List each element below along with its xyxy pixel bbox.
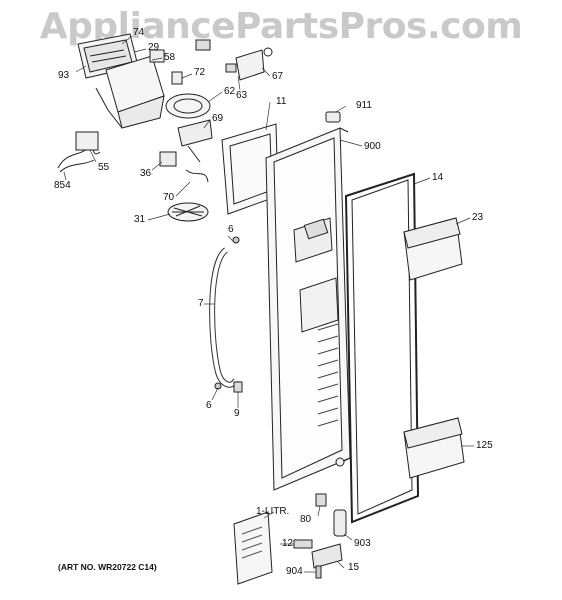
dispenser-control-panel (77, 33, 165, 129)
callout-15: 15 (348, 562, 360, 573)
callout-900: 900 (364, 141, 381, 152)
wire-harness (57, 131, 101, 173)
clip-12 (293, 539, 313, 549)
mounting-bracket (225, 47, 273, 81)
tube-903 (333, 509, 347, 537)
callout-854: 854 (54, 180, 71, 191)
callout-125: 125 (476, 440, 493, 451)
freezer-door (265, 111, 351, 491)
clip-part (195, 39, 211, 51)
callout-55: 55 (98, 162, 110, 173)
callout-14: 14 (432, 172, 444, 183)
callout-74: 74 (133, 27, 145, 38)
door-handle (209, 236, 243, 393)
wire-lead (185, 169, 209, 183)
callout-6-bottom: 6 (206, 400, 212, 411)
dispenser-switch (159, 151, 177, 167)
callout-911: 911 (356, 100, 372, 111)
callout-93: 93 (58, 70, 70, 81)
callout-6-top: 6 (228, 224, 234, 235)
door-bin-upper (403, 217, 463, 281)
callout-69: 69 (212, 113, 224, 124)
callout-9: 9 (234, 408, 240, 419)
callout-62: 62 (224, 86, 236, 97)
literature-booklet (233, 511, 273, 585)
bracket-15 (311, 543, 343, 569)
callout-29: 29 (148, 42, 160, 53)
door-bin-lower (403, 417, 465, 479)
switch-part (171, 71, 183, 85)
callout-7: 7 (198, 298, 204, 309)
callout-58: 58 (164, 52, 176, 63)
callout-67: 67 (272, 71, 284, 82)
tube-connector (335, 457, 345, 467)
callout-903: 903 (354, 538, 371, 549)
heater-coil (167, 202, 209, 222)
callout-63: 63 (236, 90, 248, 101)
callout-1-litr: 1-LITR. (256, 506, 290, 517)
screw-904 (315, 565, 322, 579)
booklet-lines (241, 526, 263, 559)
callout-70: 70 (163, 192, 175, 203)
auger-motor (165, 93, 213, 163)
callout-80: 80 (300, 514, 312, 525)
callout-31: 31 (134, 214, 146, 225)
door-gasket (344, 172, 420, 524)
callout-904: 904 (286, 566, 303, 577)
callout-23: 23 (472, 212, 484, 223)
fitting-80 (315, 493, 327, 507)
callout-12: 12 (282, 538, 294, 549)
art-number: (ART NO. WR20722 C14) (58, 562, 157, 572)
leader-lines (63, 35, 474, 573)
callout-36: 36 (140, 168, 152, 179)
callout-11: 11 (276, 96, 287, 107)
callout-72: 72 (194, 67, 206, 78)
